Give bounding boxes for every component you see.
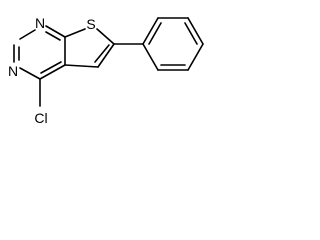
bond-c6-c5-inner [94, 44, 110, 63]
bond-c6-c5 [97, 43, 115, 68]
bond-c5-c4a [64, 64, 99, 68]
bond-c7a-s [64, 28, 86, 38]
bond-ph-1-2-inner [148, 22, 162, 45]
bond-n1-c2 [19, 29, 36, 40]
bond-c7a-n1 [45, 25, 66, 38]
bond-s-c6 [96, 28, 115, 45]
bond-c4-c4a-inner [40, 61, 62, 74]
bond-ph-4-5 [187, 43, 204, 71]
atom-label-n1: N [35, 15, 45, 31]
bond-ph-6-1 [142, 43, 159, 71]
bond-n3-c4 [19, 67, 41, 80]
thiophene-ring [64, 28, 115, 68]
bond-ph-3-4 [187, 17, 204, 45]
chemical-structure-diagram: N N S Cl [8, 15, 204, 126]
bond-c4-c4a [39, 64, 66, 80]
phenyl-ring [142, 17, 204, 71]
atom-label-s: S [86, 16, 95, 32]
atom-label-n3: N [8, 63, 18, 79]
bond-ph-3-4-inner [184, 22, 198, 45]
bond-ph-1-2 [142, 17, 159, 45]
atom-label-cl: Cl [34, 110, 47, 126]
pyrimidine-ring [13, 25, 66, 80]
bond-c7a-n1-inner [45, 31, 61, 41]
